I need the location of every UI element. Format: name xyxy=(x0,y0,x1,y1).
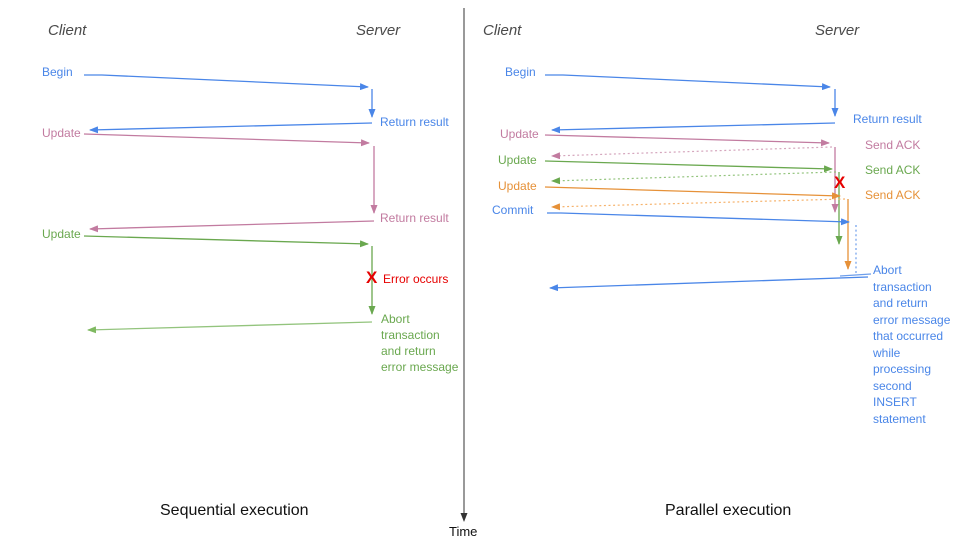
seq-update-1-label: Update xyxy=(42,126,81,140)
par-begin-label: Begin xyxy=(505,65,536,79)
par-send-ack3-dotted-arrow xyxy=(551,198,846,211)
seq-panel-title: Sequential execution xyxy=(160,502,309,519)
par-return-result-arrow xyxy=(551,122,836,134)
seq-return-result-2-arrow xyxy=(89,220,375,233)
par-begin-request-arrow xyxy=(545,74,831,91)
par-send-ack-1-label: Send ACK xyxy=(865,138,921,152)
seq-update1-request-arrow xyxy=(83,133,370,147)
par-update3-request-arrow xyxy=(544,186,841,200)
par-error-x-icon: X xyxy=(834,173,846,192)
seq-error-occurs-label: Error occurs xyxy=(383,272,449,286)
par-send-ack1-dotted-arrow xyxy=(551,146,833,160)
seq-error-x-icon: X xyxy=(366,268,378,287)
seq-update-2-label: Update xyxy=(42,227,81,241)
seq-abort-return-arrow xyxy=(87,321,373,334)
par-commit-label: Commit xyxy=(492,203,534,217)
seq-update2-request-arrow xyxy=(83,235,369,248)
par-send-ack-2-label: Send ACK xyxy=(865,163,921,177)
seq-server-label: Server xyxy=(356,22,401,39)
par-server-label: Server xyxy=(815,22,860,39)
seq-abort-message: Abort transaction and return error messa… xyxy=(381,312,459,374)
par-update-1-label: Update xyxy=(500,127,539,141)
par-update-3-label: Update xyxy=(498,179,537,193)
seq-return-result-1-label: Return result xyxy=(380,115,449,129)
par-panel-title: Parallel execution xyxy=(665,502,792,519)
par-abort-return-arrow xyxy=(549,276,869,292)
seq-return-result-2-label: Return result xyxy=(380,211,449,225)
seq-return-result-1-arrow xyxy=(89,122,373,134)
seq-client-label: Client xyxy=(48,22,87,39)
par-abort-baseline xyxy=(839,273,872,277)
seq-begin-label: Begin xyxy=(42,65,73,79)
par-client-label: Client xyxy=(483,22,522,39)
par-update-2-label: Update xyxy=(498,153,537,167)
par-commit-request-arrow xyxy=(547,212,850,226)
seq-begin-request-arrow xyxy=(84,74,369,91)
par-send-ack2-dotted-arrow xyxy=(551,171,837,185)
par-send-ack-3-label: Send ACK xyxy=(865,188,921,202)
par-return-result-label: Return result xyxy=(853,112,922,126)
par-abort-message: Abort transaction and return error messa… xyxy=(873,263,951,426)
par-update1-request-arrow xyxy=(544,134,830,147)
time-axis-label: Time xyxy=(449,524,478,539)
par-update2-request-arrow xyxy=(544,160,833,173)
